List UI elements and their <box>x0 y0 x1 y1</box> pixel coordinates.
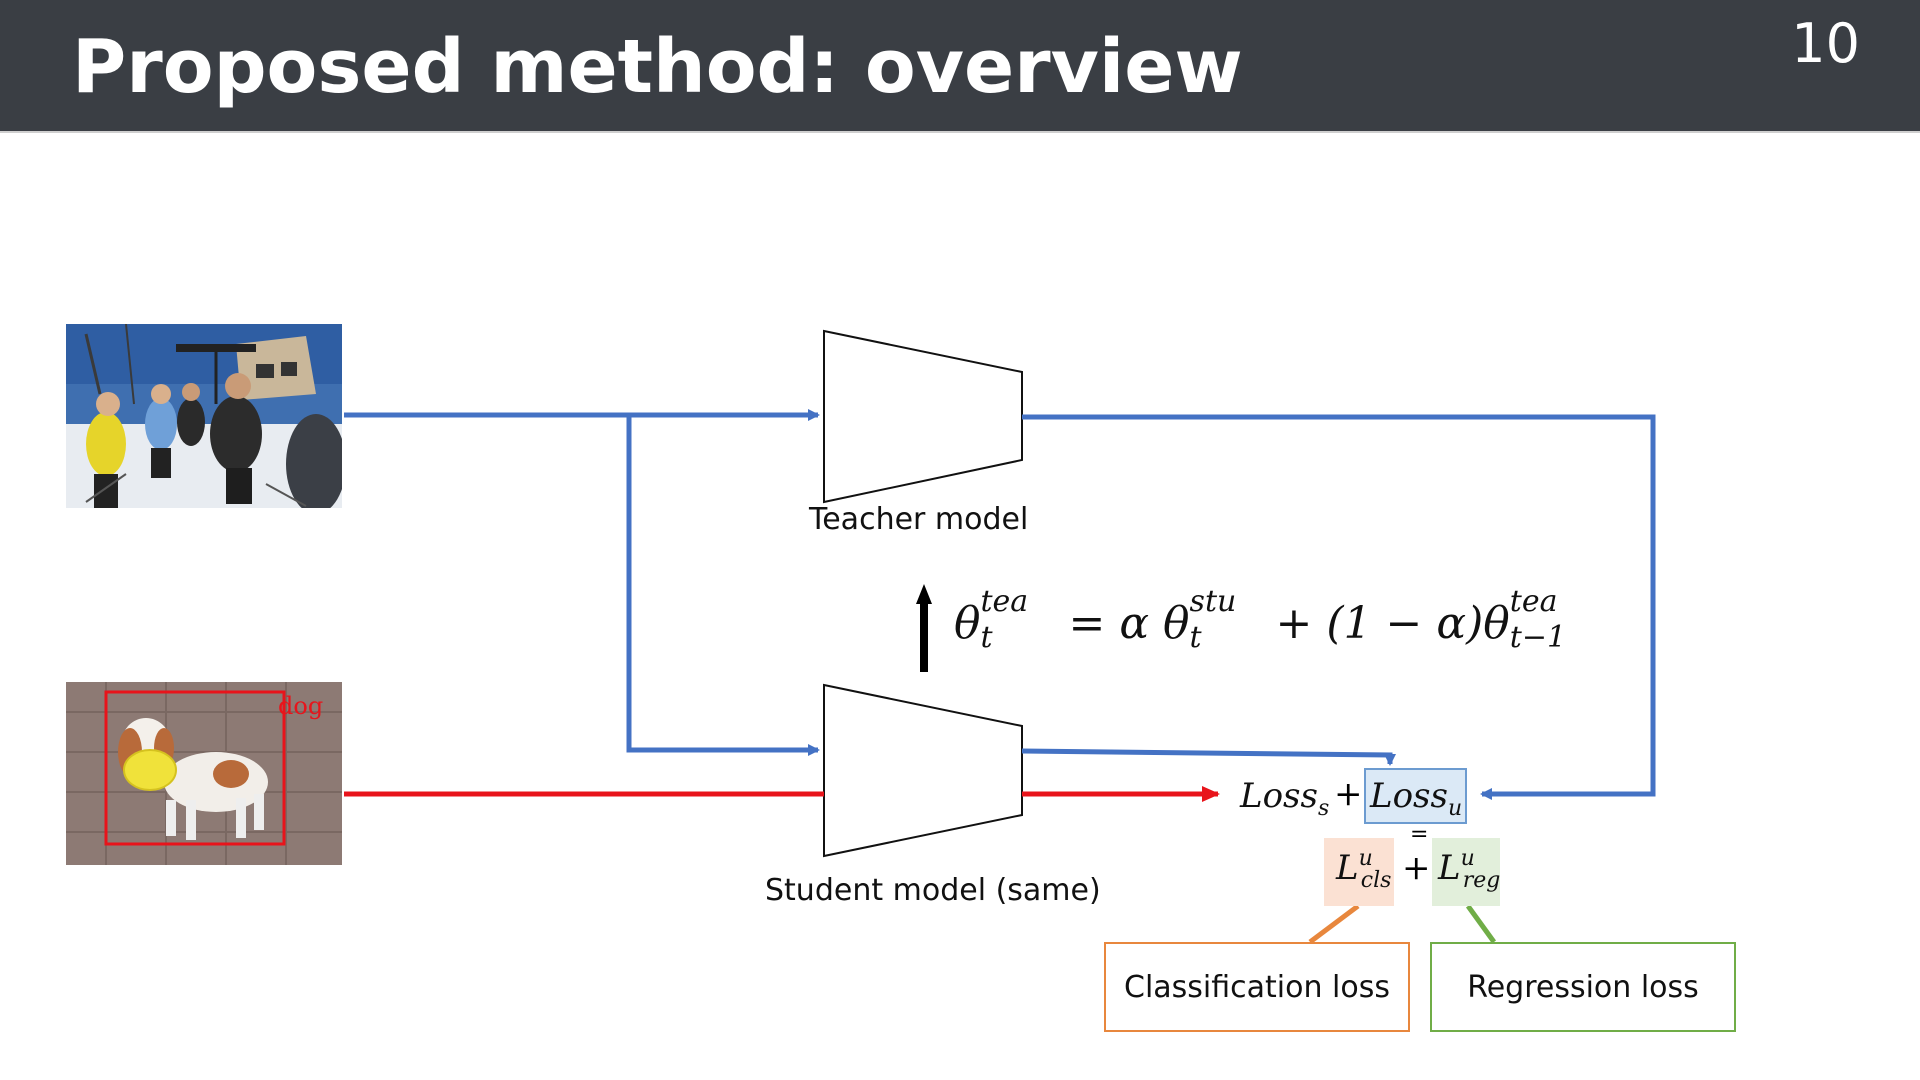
l-reg-term: Lureg <box>1438 846 1501 893</box>
reg-connector <box>1465 904 1497 944</box>
loss-supervised: Losss <box>1240 776 1330 821</box>
loss-unsupervised-box <box>1364 768 1467 824</box>
teacher-model-shape <box>823 329 1023 504</box>
arrow-student-to-loss-u <box>1021 748 1396 766</box>
plus-sign-2: + <box>1402 848 1431 888</box>
slide-header: Proposed method: overview 10 <box>0 0 1920 133</box>
equals-sign: = <box>1410 822 1429 847</box>
eq-one-minus-alpha: + (1 − α) <box>1261 598 1484 649</box>
teacher-model-label: Teacher model <box>809 502 1029 537</box>
student-model-label: Student model (same) <box>765 873 1101 908</box>
unlabeled-image <box>66 324 342 508</box>
arrow-teacher-to-loss-u <box>1022 414 1656 800</box>
arrow-image-to-student <box>626 415 820 756</box>
labeled-image: dog <box>66 682 342 865</box>
l-cls-term: Lucls <box>1336 846 1392 893</box>
page-number: 10 <box>1791 12 1860 75</box>
regression-loss-box: Regression loss <box>1430 942 1736 1032</box>
l-cls-highlight <box>1324 838 1394 906</box>
ski-scene-illustration <box>66 324 342 508</box>
l-reg-highlight <box>1432 838 1500 906</box>
cls-connector <box>1308 904 1360 944</box>
classification-loss-box: Classification loss <box>1104 942 1410 1032</box>
slide-title: Proposed method: overview <box>72 24 1243 110</box>
dog-label: dog <box>278 692 323 720</box>
dog-scene-illustration: dog <box>66 682 342 865</box>
loss-unsupervised: Lossu <box>1370 776 1463 821</box>
eq-alpha: = α <box>1054 598 1164 649</box>
student-model-shape <box>823 683 1023 858</box>
bounding-box <box>104 690 286 846</box>
plus-sign: + <box>1334 774 1363 814</box>
